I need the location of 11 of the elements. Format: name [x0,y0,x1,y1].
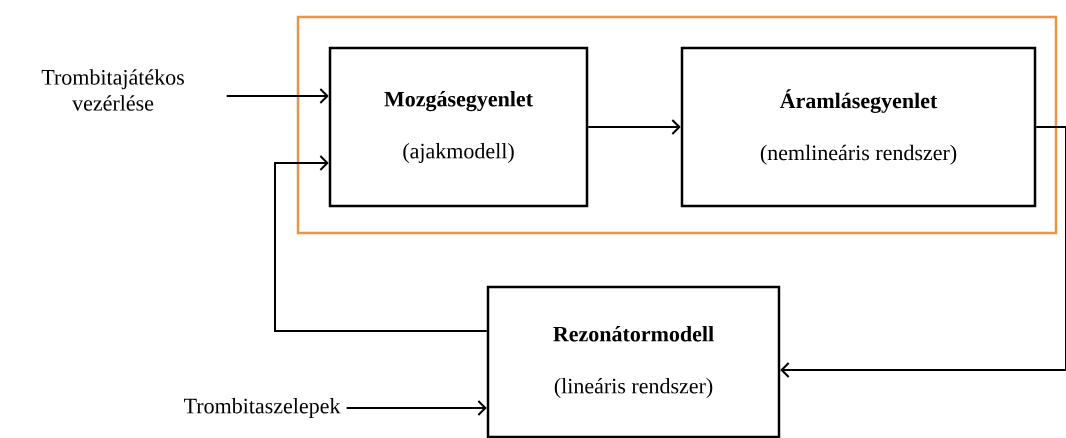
arrow [587,119,681,135]
arrow [345,400,487,416]
process-box: Áramlásegyenlet (nemlineáris rendszer) [680,46,1037,208]
arrow [274,155,488,332]
process-box: Rezonátormodell (lineáris rendszer) [486,285,781,438]
process-box: Mozgásegyenlet (ajakmodell) [328,46,589,208]
input-label: Trombitaszelepek [184,398,341,418]
arrow [780,126,1066,378]
arrow [225,88,329,104]
group-frame [296,15,1058,235]
input-label: Trombitajátékos vezérlése [41,69,184,111]
